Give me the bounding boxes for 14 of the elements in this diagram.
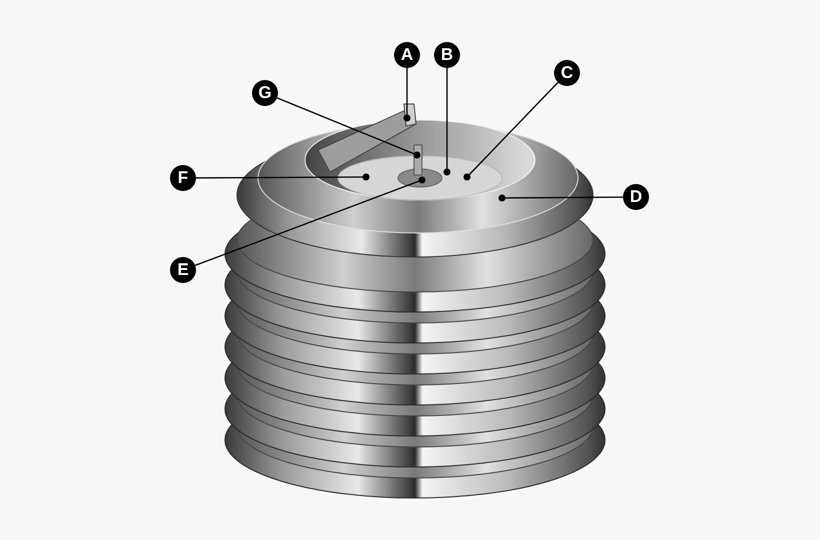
leader-line	[276, 97, 420, 158]
leader-line	[444, 68, 450, 176]
leader-line	[498, 194, 623, 202]
callout-letter: D	[623, 184, 649, 210]
leader-line	[196, 174, 370, 180]
callout-letter: E	[170, 257, 196, 283]
callout-letter: G	[252, 80, 278, 106]
callout-letter: B	[434, 42, 460, 68]
callout-letter: A	[394, 42, 420, 68]
leader-line	[464, 82, 558, 180]
leader-line	[194, 176, 426, 266]
leader-line	[404, 68, 410, 122]
callout-letter: C	[554, 60, 580, 86]
callout-letter: F	[170, 165, 196, 191]
